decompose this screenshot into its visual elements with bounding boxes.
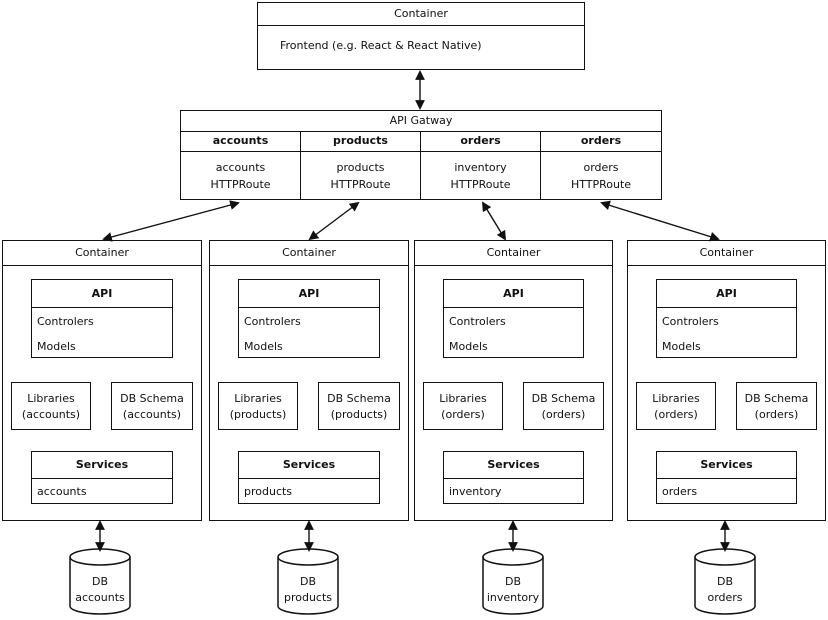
container-title: Container — [210, 241, 408, 266]
api-item-models: Models — [662, 340, 701, 353]
container-title: Container — [415, 241, 612, 266]
services-box: Services inventory — [443, 451, 584, 504]
db-schema-scope: (accounts) — [122, 408, 182, 421]
gateway-route-line2: HTTPRoute — [330, 178, 391, 191]
frontend-label: Frontend (e.g. React & React Native) — [280, 39, 482, 52]
api-box-title: API — [32, 280, 172, 308]
services-box: Services products — [238, 451, 380, 504]
db-schema-scope: (products) — [330, 408, 388, 421]
gateway-route-header: accounts — [181, 131, 300, 152]
db-label-4: DB orders — [695, 575, 755, 604]
api-item-models: Models — [449, 340, 488, 353]
db-schema-box: DB Schema (orders) — [736, 382, 817, 430]
libraries-label: Libraries — [439, 392, 487, 405]
db-schema-scope: (orders) — [541, 408, 586, 421]
services-box-title: Services — [32, 452, 172, 479]
db-title: DB — [299, 575, 317, 588]
libraries-scope: (orders) — [441, 408, 485, 421]
api-item-controllers: Controlers — [662, 315, 719, 328]
container-title: Container — [628, 241, 825, 266]
services-box-title: Services — [444, 452, 583, 479]
api-item-models: Models — [244, 340, 283, 353]
libraries-label: Libraries — [652, 392, 700, 405]
db-schema-label: DB Schema — [120, 392, 184, 405]
gateway-route-line2: HTTPRoute — [450, 178, 511, 191]
db-schema-label: DB Schema — [327, 392, 391, 405]
api-item-controllers: Controlers — [37, 315, 94, 328]
db-schema-box: DB Schema (orders) — [523, 382, 604, 430]
libraries-scope: (products) — [229, 408, 287, 421]
db-name: accounts — [75, 591, 125, 604]
services-box-title: Services — [239, 452, 379, 479]
arrow-gateway-container-2 — [308, 201, 360, 241]
libraries-label: Libraries — [234, 392, 282, 405]
gateway-route-header: orders — [541, 131, 661, 152]
db-title: DB — [716, 575, 734, 588]
api-item-controllers: Controlers — [449, 315, 506, 328]
libraries-box: Libraries (orders) — [636, 382, 716, 430]
db-title: DB — [91, 575, 109, 588]
db-name: orders — [707, 591, 743, 604]
db-label-2: DB products — [278, 575, 338, 604]
container-title: Container — [3, 241, 201, 266]
arrow-gateway-container-4 — [600, 200, 720, 242]
db-label-1: DB accounts — [70, 575, 130, 604]
db-schema-label: DB Schema — [744, 392, 809, 405]
services-box-title: Services — [657, 452, 796, 479]
api-item-controllers: Controlers — [244, 315, 301, 328]
frontend-container-title: Container — [258, 3, 584, 26]
service-item: inventory — [449, 485, 502, 498]
arrow-gateway-container-3 — [481, 201, 507, 241]
frontend-container: Container Frontend (e.g. React & React N… — [257, 2, 585, 70]
service-item: products — [244, 485, 293, 498]
api-box-title: API — [239, 280, 379, 308]
libraries-box: Libraries (accounts) — [11, 382, 91, 430]
api-gateway-title: API Gatway — [181, 111, 661, 132]
gateway-route-line2: HTTPRoute — [570, 178, 632, 191]
api-box-title: API — [444, 280, 583, 308]
services-box: Services orders — [656, 451, 797, 504]
db-schema-scope: (orders) — [754, 408, 799, 421]
db-schema-label: DB Schema — [531, 392, 596, 405]
libraries-label: Libraries — [27, 392, 75, 405]
gateway-route-line2: HTTPRoute — [210, 178, 271, 191]
gateway-route-line1: orders — [583, 161, 619, 174]
db-name: products — [283, 591, 333, 604]
api-box-title: API — [657, 280, 796, 308]
arrow-gateway-container-1 — [102, 200, 240, 242]
gateway-route-line1: inventory — [454, 161, 507, 174]
db-title: DB — [504, 575, 522, 588]
libraries-box: Libraries (orders) — [423, 382, 503, 430]
services-box: Services accounts — [31, 451, 173, 504]
db-schema-box: DB Schema (products) — [318, 382, 400, 430]
libraries-box: Libraries (products) — [218, 382, 298, 430]
gateway-route-header: products — [301, 131, 420, 152]
db-name: inventory — [486, 591, 540, 604]
db-label-3: DB inventory — [483, 575, 543, 604]
gateway-route-line1: products — [336, 161, 385, 174]
db-schema-box: DB Schema (accounts) — [111, 382, 193, 430]
gateway-route-line1: accounts — [215, 161, 266, 174]
api-item-models: Models — [37, 340, 76, 353]
service-item: orders — [662, 485, 698, 498]
gateway-route-header: orders — [421, 131, 540, 152]
libraries-scope: (orders) — [654, 408, 698, 421]
libraries-scope: (accounts) — [21, 408, 81, 421]
service-item: accounts — [37, 485, 87, 498]
